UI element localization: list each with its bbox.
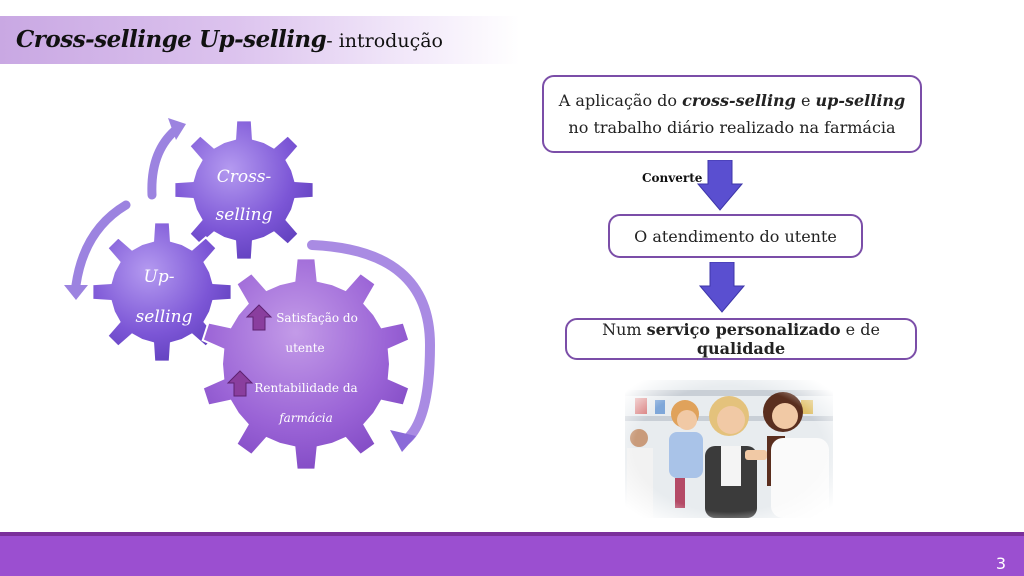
box1-em-cross: cross-selling <box>682 91 796 110</box>
gear-up-label-2: selling <box>136 307 193 327</box>
box1-text-2: e <box>795 91 816 110</box>
converte-label: Converte <box>642 171 703 185</box>
box3-text-2: e de <box>840 320 880 339</box>
gear-big-label-2: utente <box>285 341 324 355</box>
gear-cross-label-1: Cross- <box>217 167 272 187</box>
cycle-arrowhead-right <box>390 430 416 452</box>
flow-box-atendimento: O atendimento do utente <box>608 214 863 258</box>
cycle-arrowhead-top <box>168 118 186 140</box>
box1-text-3: no trabalho diário realizado na farmácia <box>568 118 896 137</box>
flow-box-application: A aplicação do cross-selling e up-sellin… <box>542 75 922 153</box>
cycle-arrow-top <box>147 123 183 200</box>
footer-bar <box>0 536 1024 576</box>
flow-box-servico: Num serviço personalizado e de qualidade <box>565 318 917 360</box>
up-arrow-icon <box>226 370 254 397</box>
box3-strong-1: serviço personalizado <box>646 320 841 339</box>
gear-big-label-1: Satisfação do <box>276 311 358 325</box>
down-arrow-icon <box>696 160 744 211</box>
page-number: 3 <box>995 554 1006 573</box>
footer-line <box>0 532 1024 536</box>
gear-up-label-1: Up- <box>144 267 175 287</box>
box3-strong-2: qualidade <box>696 339 786 358</box>
gear-big-label-4: farmácia <box>278 411 333 425</box>
box2-text: O atendimento do utente <box>634 226 837 246</box>
title-banner <box>0 16 520 64</box>
up-arrow-icon <box>245 304 273 331</box>
cycle-arrowhead-left <box>64 285 88 300</box>
box1-em-up: up-selling <box>815 91 906 110</box>
gear-cross-label-2: selling <box>216 205 273 225</box>
gear-benefits <box>201 257 411 471</box>
cycle-arrow-right <box>307 240 436 445</box>
box3-text-1: Num <box>602 320 647 339</box>
title-normal: - introdução <box>326 30 443 52</box>
gear-big-label-3: Rentabilidade da <box>254 381 357 395</box>
gear-cross-selling <box>173 119 315 261</box>
cycle-arrow-left <box>71 200 131 290</box>
title-italic: Cross-sellinge Up-selling <box>16 26 327 53</box>
slide-title: Cross-sellinge Up-selling- introdução <box>16 26 443 53</box>
down-arrow-icon <box>698 262 746 313</box>
pharmacy-photo <box>625 380 833 518</box>
gear-up-selling <box>91 221 233 363</box>
gears-diagram: Cross- selling Up- selling Satisfação do… <box>64 118 436 471</box>
box1-text-1: A aplicação do <box>558 91 683 110</box>
